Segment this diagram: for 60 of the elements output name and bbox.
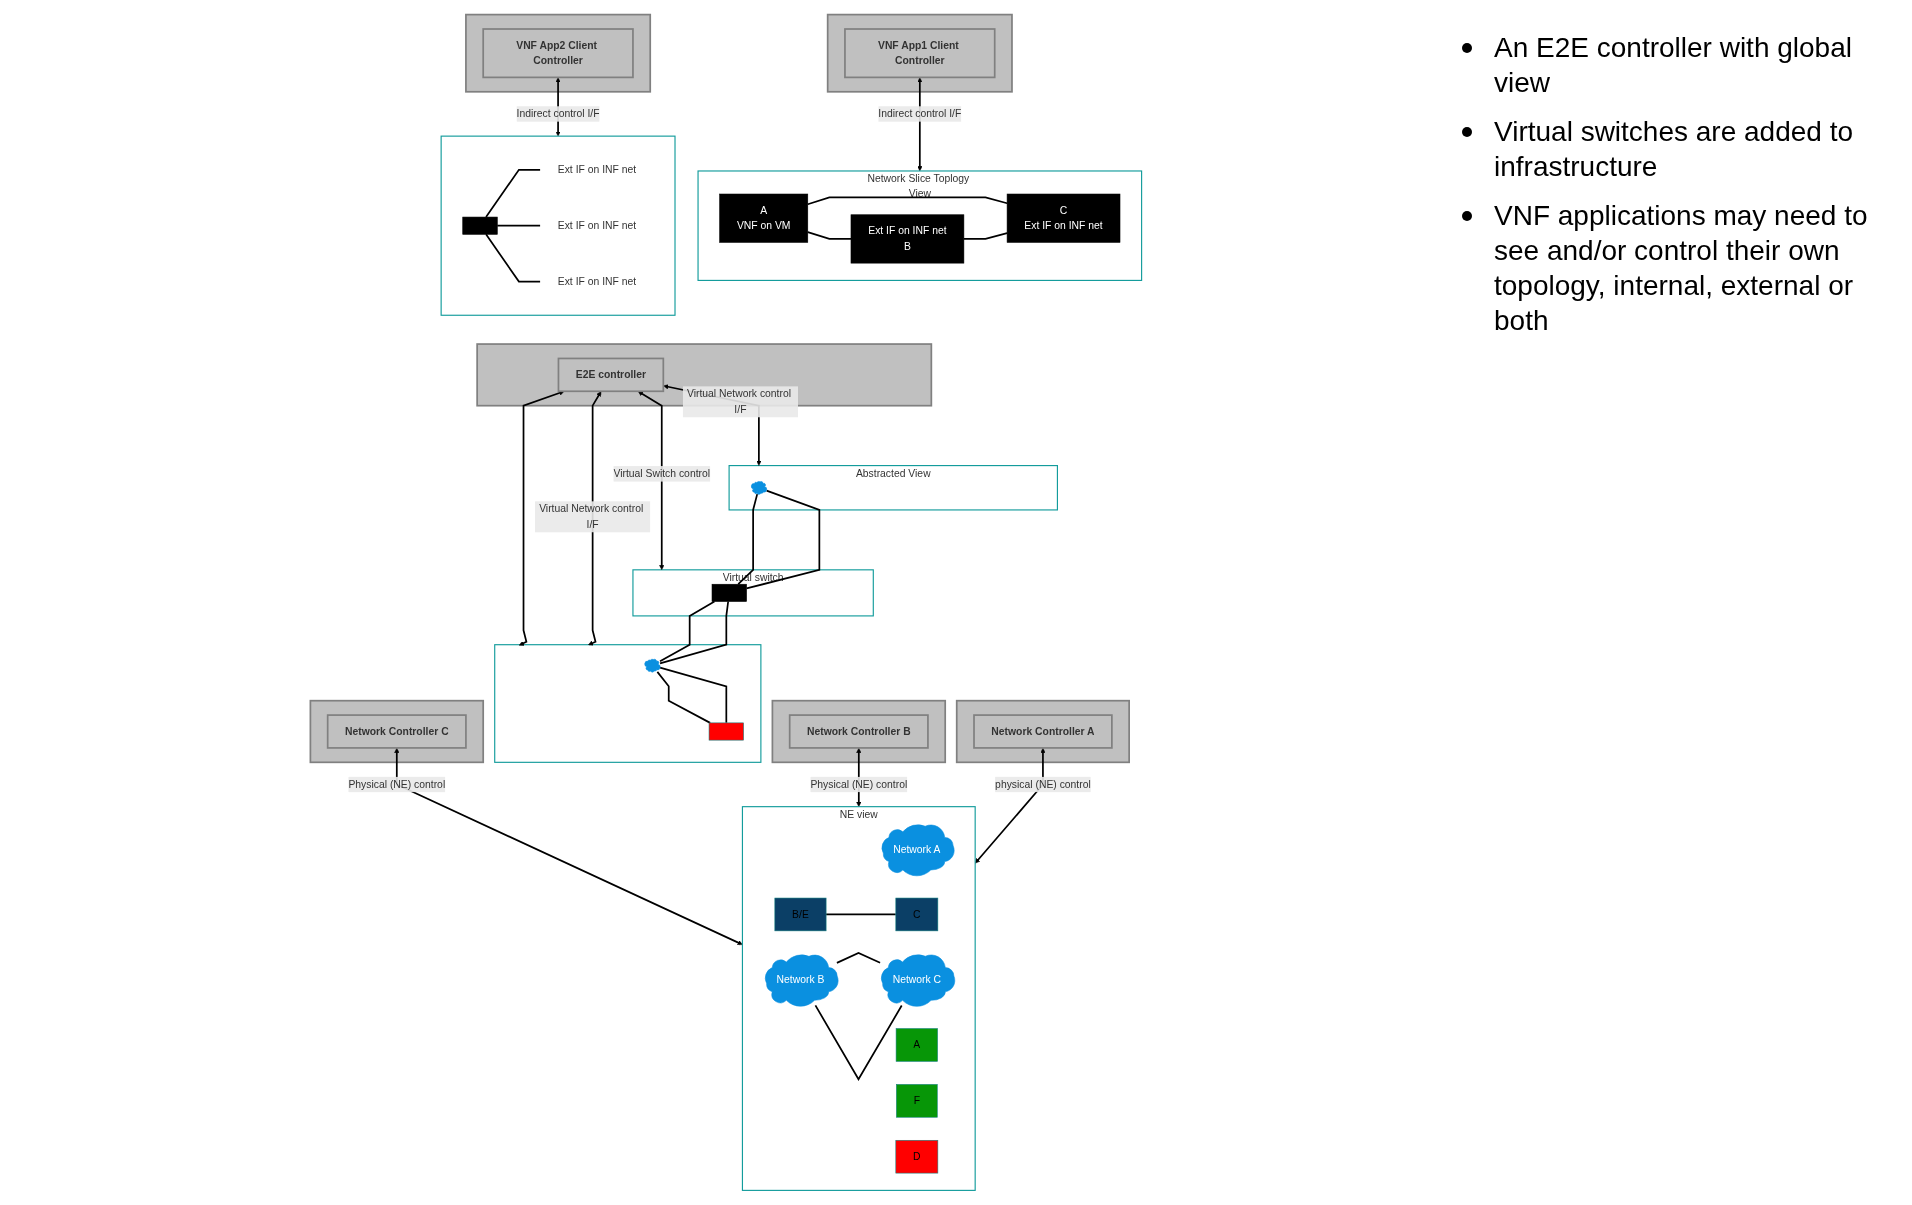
cluster [465, 13, 652, 93]
node-box: Ext IF on INF net B [850, 214, 965, 264]
connector [806, 231, 852, 240]
arrow [588, 391, 602, 646]
connector [737, 493, 759, 586]
cluster [476, 343, 933, 407]
node-box: A VNF on VM [719, 193, 809, 243]
connector [659, 600, 716, 663]
connector [485, 168, 542, 218]
cluster: Abstracted View [728, 465, 1058, 511]
node-box [462, 216, 498, 235]
node-cloud [644, 658, 661, 673]
arrow [637, 391, 665, 571]
node-box: B/E [774, 897, 827, 932]
node-box: A [895, 1028, 938, 1062]
node-box [708, 722, 744, 741]
bullet-note: Virtual switches are added to infrastructure [1494, 115, 1855, 184]
edge-label: Indirect control I/F [516, 107, 600, 120]
arrow [394, 747, 743, 945]
connector [656, 671, 712, 724]
node-box: E2E controller [557, 357, 665, 393]
edge-label: Virtual Switch control [613, 467, 711, 480]
cluster [955, 699, 1130, 764]
edge-label: Physical (NE) control [810, 778, 908, 790]
node-text: Ext IF on INF net [557, 163, 637, 176]
cluster [440, 135, 676, 316]
cluster [309, 699, 485, 764]
arrow [518, 390, 565, 646]
node-box: C [895, 897, 939, 932]
node-box: Network Controller C [326, 714, 467, 749]
node-box: VNF App1 Client Controller [844, 28, 996, 79]
edge-label: physical (NE) control [995, 778, 1091, 790]
connector [659, 666, 728, 724]
connector [745, 489, 821, 590]
connector [496, 224, 542, 227]
bullet-note: VNF applications may need to see and/or control their own topology, internal, external or both [1494, 199, 1869, 338]
node-box: C Ext IF on INF net [1006, 193, 1121, 243]
node-box: VNF App2 Client Controller [482, 28, 634, 79]
node-text: Ext IF on INF net [557, 275, 637, 288]
node-cloud [751, 481, 767, 495]
edge-label: Physical (NE) control [348, 778, 446, 790]
connector [963, 232, 1008, 240]
connector [485, 233, 542, 283]
edge-label: Indirect control I/F [878, 107, 962, 120]
cluster [771, 699, 947, 764]
connector [806, 196, 1008, 206]
connector [836, 951, 881, 964]
node-box: Network Controller B [788, 714, 929, 749]
connector [825, 913, 897, 916]
node-text: Ext IF on INF net [557, 219, 637, 232]
node-box: Network Controller A [973, 714, 1113, 749]
cluster [826, 13, 1013, 93]
node-box: F [896, 1084, 938, 1118]
node-box: D [895, 1140, 939, 1174]
bullet-note: An E2E controller with global view [1494, 31, 1853, 100]
edge-label: Virtual Network control I/F [686, 388, 792, 416]
cluster [494, 644, 762, 763]
node-box [711, 583, 747, 602]
connector [659, 600, 730, 665]
edge-label: Virtual Network control I/F [539, 503, 644, 531]
